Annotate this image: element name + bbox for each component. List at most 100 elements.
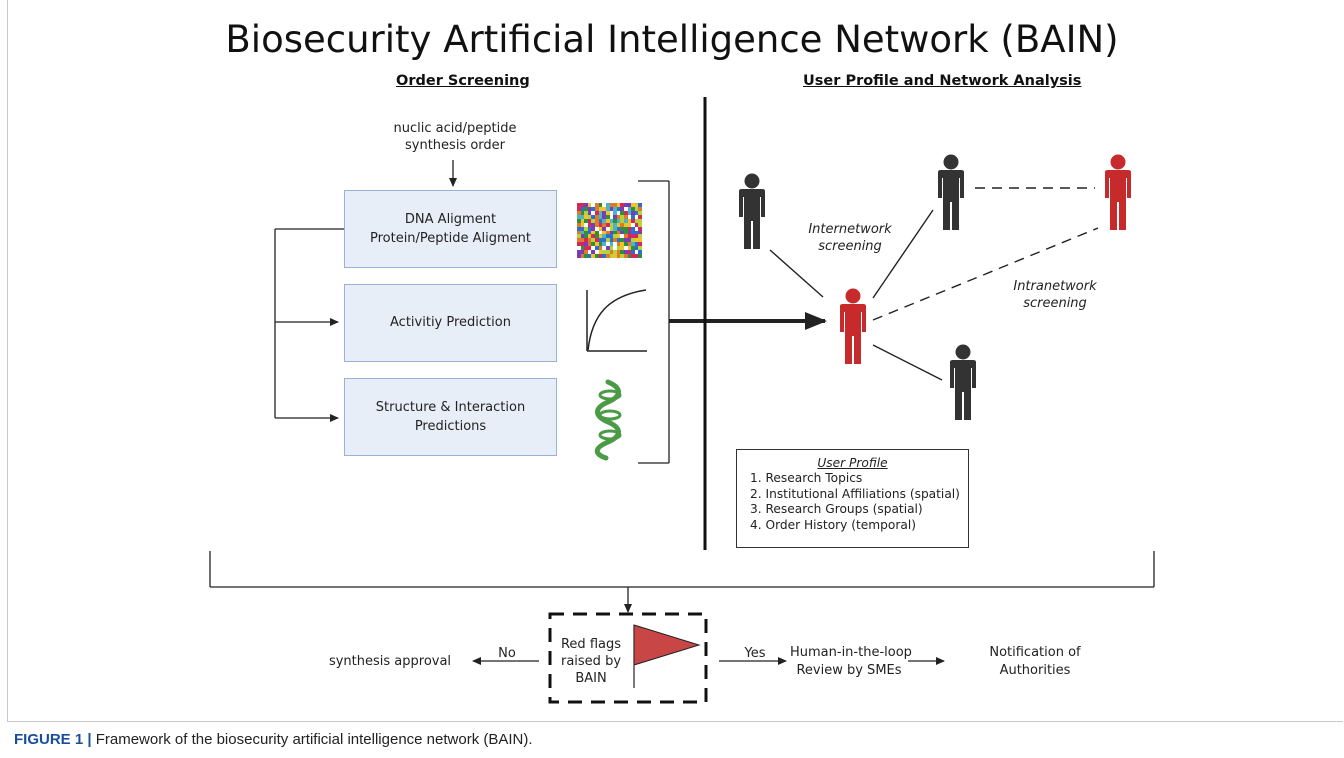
alignment-cell	[577, 210, 581, 216]
alignment-cell	[616, 238, 621, 243]
alignment-cell	[631, 254, 636, 259]
alignment-cell	[613, 234, 618, 239]
alignment-cell	[577, 203, 581, 208]
alignment-cell	[595, 203, 599, 208]
internetwork-label-line1: Internetwork	[808, 222, 892, 237]
structure-box-label: Structure & Interaction Predictions	[375, 399, 526, 435]
alignment-cell	[623, 250, 628, 255]
user-profile-box: User Profile 1. Research Topics 2. Insti…	[736, 449, 969, 548]
alignment-cell	[580, 214, 585, 219]
alignment-cell	[620, 206, 625, 212]
person-icon	[938, 154, 964, 230]
figure-caption: FIGURE 1 | Framework of the biosecurity …	[14, 731, 533, 748]
alignment-cell	[613, 203, 618, 208]
alignment-cell	[634, 254, 639, 259]
alignment-cell	[634, 238, 639, 243]
alignment-cell	[605, 238, 610, 243]
alignment-cell	[584, 238, 589, 243]
alignment-cell	[623, 222, 628, 227]
alignment-cell	[638, 226, 643, 231]
alignment-cell	[580, 222, 585, 227]
alignment-cell	[609, 246, 614, 251]
alignment-cell	[609, 242, 614, 247]
alignment-cell	[577, 226, 581, 231]
alignment-cell	[634, 242, 639, 247]
alignment-cell	[584, 246, 589, 251]
alignment-cell	[627, 234, 632, 239]
alignment-cell	[613, 210, 618, 216]
alignment-cell	[602, 226, 607, 231]
alignment-cell	[638, 206, 643, 212]
figure-title: Biosecurity Artificial Intelligence Netw…	[225, 18, 1119, 61]
alignment-cell	[591, 222, 596, 227]
alignment-cell	[627, 214, 632, 219]
alignment-cell	[577, 238, 581, 243]
alignment-cell	[634, 206, 639, 212]
alignment-cell	[609, 230, 614, 235]
review-text-line1: Human-in-the-loop	[790, 644, 912, 662]
alignment-cell	[627, 210, 632, 216]
alignment-cell	[598, 210, 603, 216]
alignment-cell	[598, 214, 603, 219]
alignment-cell	[609, 238, 614, 243]
alignment-cell	[605, 254, 610, 259]
alignment-cell	[584, 250, 589, 255]
alignment-cell	[620, 222, 625, 227]
alignment-cell	[605, 246, 610, 251]
alignment-box: DNA Aligment Protein/Peptide Aligment	[344, 190, 557, 268]
alignment-cell	[591, 254, 596, 259]
alignment-cell	[584, 242, 589, 247]
alignment-cell	[591, 230, 596, 235]
alignment-cell	[638, 234, 643, 239]
alignment-cell	[580, 238, 585, 243]
alignment-cell	[595, 238, 599, 243]
alignment-cell	[620, 230, 625, 235]
alignment-cell	[623, 230, 628, 235]
alignment-cell	[616, 254, 621, 259]
alignment-cell	[616, 222, 621, 227]
alignment-cell	[620, 238, 625, 243]
network-edges	[769, 187, 1099, 381]
alignment-cell	[631, 238, 636, 243]
alignment-cell	[627, 254, 632, 259]
alignment-cell	[577, 246, 581, 251]
alignment-cell	[616, 250, 621, 255]
alignment-cell	[638, 222, 643, 227]
alignment-cell	[591, 210, 596, 216]
alignment-cell	[598, 230, 603, 235]
alignment-cell	[605, 210, 610, 216]
alignment-cell	[587, 203, 592, 208]
alignment-cell	[620, 203, 625, 208]
alignment-box-line1: DNA Aligment	[404, 211, 497, 227]
alignment-cell	[584, 203, 589, 208]
alignment-cell	[609, 210, 614, 216]
profile-item: 4. Order History (temporal)	[750, 517, 916, 532]
alignment-cell	[620, 242, 625, 247]
alignment-cell	[620, 210, 625, 216]
alignment-cell	[580, 206, 585, 212]
alignment-cell	[638, 203, 643, 208]
alignment-cell	[634, 203, 639, 208]
figure-frame	[7, 0, 1343, 722]
alignment-cell	[598, 226, 603, 231]
alignment-cell	[616, 230, 621, 235]
red-flag-decision-box	[548, 612, 708, 704]
alignment-cell	[584, 214, 589, 219]
synthesis-approval-label: synthesis approval	[328, 654, 452, 669]
alignment-cell	[598, 250, 603, 255]
alignment-cell	[580, 254, 585, 259]
alignment-cell	[623, 246, 628, 251]
user-profile-heading: User Profile	[817, 456, 888, 470]
alignment-cell	[613, 246, 618, 251]
alignment-cell	[620, 254, 625, 259]
alignment-cell	[598, 238, 603, 243]
sequence-alignment-grid	[577, 203, 643, 259]
alignment-cell	[613, 214, 618, 219]
alignment-cell	[609, 250, 614, 255]
red-flag-icon	[633, 624, 701, 688]
alignment-cell	[598, 222, 603, 227]
alignment-cell	[631, 210, 636, 216]
alignment-cell	[638, 238, 643, 243]
alignment-cell	[580, 218, 585, 223]
structure-prediction-box: Structure & Interaction Predictions	[344, 378, 557, 456]
